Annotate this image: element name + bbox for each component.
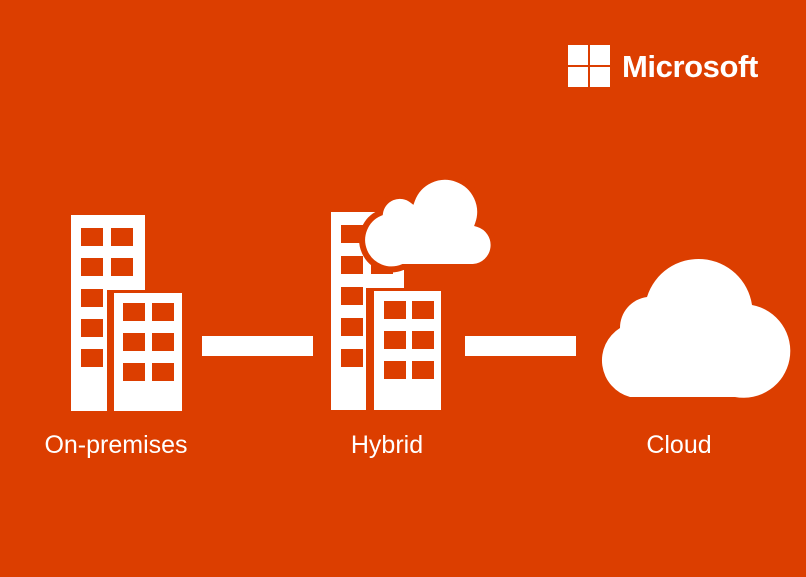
- microsoft-logo: Microsoft: [568, 44, 758, 88]
- connector-line: [465, 336, 576, 356]
- label-on-premises: On-premises: [44, 431, 188, 459]
- office-buildings-icon: [71, 215, 185, 411]
- brand-name: Microsoft: [622, 48, 758, 84]
- small-cloud-icon: [359, 173, 497, 273]
- connector-line: [202, 336, 313, 356]
- label-hybrid: Hybrid: [350, 431, 424, 459]
- label-cloud: Cloud: [646, 431, 712, 459]
- cloud-icon: [601, 258, 791, 398]
- microsoft-squares-icon: [568, 45, 610, 87]
- buildings-with-cloud-icon: [331, 173, 497, 410]
